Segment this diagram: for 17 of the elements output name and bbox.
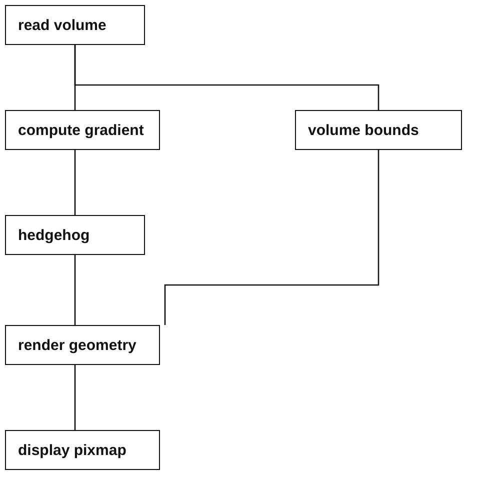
box-label: read volume (18, 16, 106, 34)
connector-line (164, 150, 380, 325)
box-label: hedgehog (18, 226, 90, 244)
connector-line (74, 45, 380, 110)
process-box (5, 5, 145, 45)
process-box (5, 325, 160, 365)
box-label: render geometry (18, 336, 136, 354)
process-box (5, 215, 145, 255)
box-label: volume bounds (308, 122, 419, 138)
connector-line (74, 365, 76, 430)
process-box (295, 110, 462, 150)
process-box (5, 110, 160, 150)
connector-line (74, 255, 76, 325)
box-label: display pixmap (18, 442, 126, 458)
connector-line (74, 150, 76, 215)
process-box (5, 430, 160, 470)
box-label: compute gradient (18, 122, 144, 138)
